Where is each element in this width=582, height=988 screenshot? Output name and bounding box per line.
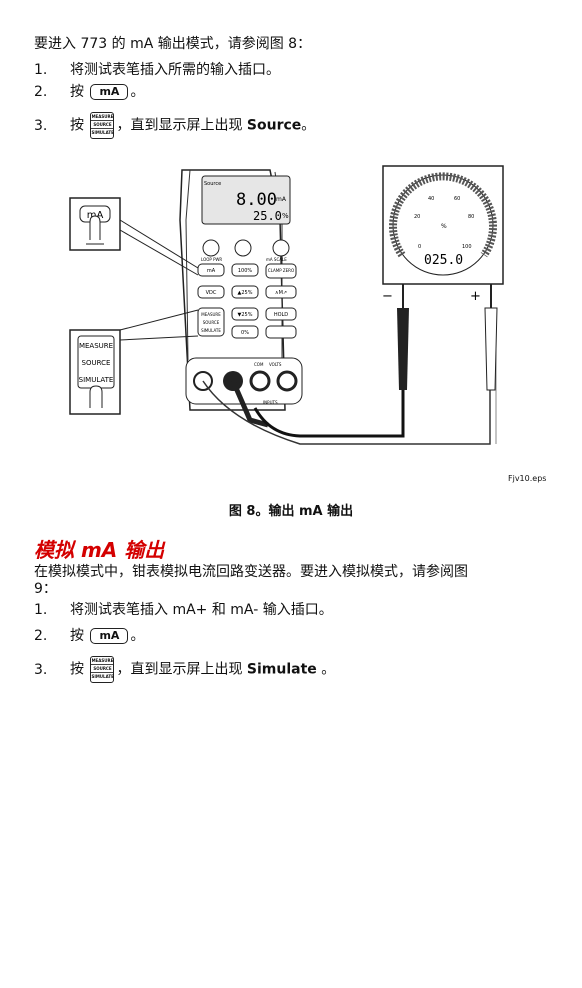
svg-text:VOLTS: VOLTS [269,362,282,367]
svg-text:MEASURE: MEASURE [201,312,221,317]
callout-ma-key: mA [69,197,121,251]
clamp-meter: Source 8.00 mA 25.0 % LOOP PWR mA SCALE … [179,169,303,411]
svg-text:mA: mA [276,196,287,203]
svg-text:0%: 0% [241,330,249,336]
svg-text:+: + [470,289,481,304]
svg-text:40: 40 [428,196,434,202]
svg-text:SOURCE: SOURCE [82,359,111,367]
section-paragraph: 在模拟模式中，钳表模拟电流回路变送器。要进入模拟模式，请参阅图 9： [34,564,468,597]
figure-8: Source 8.00 mA 25.0 % LOOP PWR mA SCALE … [69,165,504,445]
display-main: 8.00 [236,190,277,210]
svg-text:MEASURE: MEASURE [79,342,113,350]
svg-text:100: 100 [462,244,472,250]
section-heading: 模拟 mA 输出 [34,538,165,562]
svg-text:−: − [382,289,393,304]
svg-text:▼25%: ▼25% [238,312,253,318]
svg-text:HOLD: HOLD [274,312,288,318]
svg-text:VDC: VDC [206,290,217,296]
figure-caption: 图 8。输出 mA 输出 [228,504,354,519]
svg-text:%: % [282,212,289,220]
intro-text: 要进入 773 的 mA 输出模式，请参阅图 8： [34,36,312,52]
svg-text:INPUTS: INPUTS [263,400,278,405]
svg-text:mA: mA [207,268,216,274]
gauge-reading: 025.0 [424,253,463,268]
svg-text:100%: 100% [238,268,253,274]
svg-text:60: 60 [454,196,460,202]
svg-text:LOOP PWR: LOOP PWR [201,257,222,262]
svg-text:0: 0 [418,244,421,250]
black-probe [397,308,409,390]
callout-measure-source-simulate: MEASURE SOURCE SIMULATE [69,329,121,415]
svg-text:mA: mA [87,210,104,221]
svg-text:20: 20 [414,214,420,220]
svg-text:∧M↗: ∧M↗ [275,290,287,296]
display-label: Source [204,181,221,187]
figure-filename: Fjv10.eps [508,474,547,483]
svg-text:▲25%: ▲25% [238,290,253,296]
red-probe [484,307,498,391]
svg-text:SIMULATE: SIMULATE [201,328,221,333]
display-sub: 25.0 [253,209,282,223]
gauge-panel: 0 20 40 60 80 100 % 025.0 [382,165,504,285]
svg-text:mA SCALE: mA SCALE [266,257,287,262]
svg-text:SIMULATE: SIMULATE [79,376,114,384]
ma-key: mA [90,628,129,644]
svg-text:%: % [441,223,447,230]
ma-key: mA [90,84,129,100]
svg-text:SOURCE: SOURCE [203,320,220,325]
svg-text:80: 80 [468,214,474,220]
svg-text:CLAMP ZERO: CLAMP ZERO [268,268,294,273]
svg-text:COM: COM [254,362,264,367]
